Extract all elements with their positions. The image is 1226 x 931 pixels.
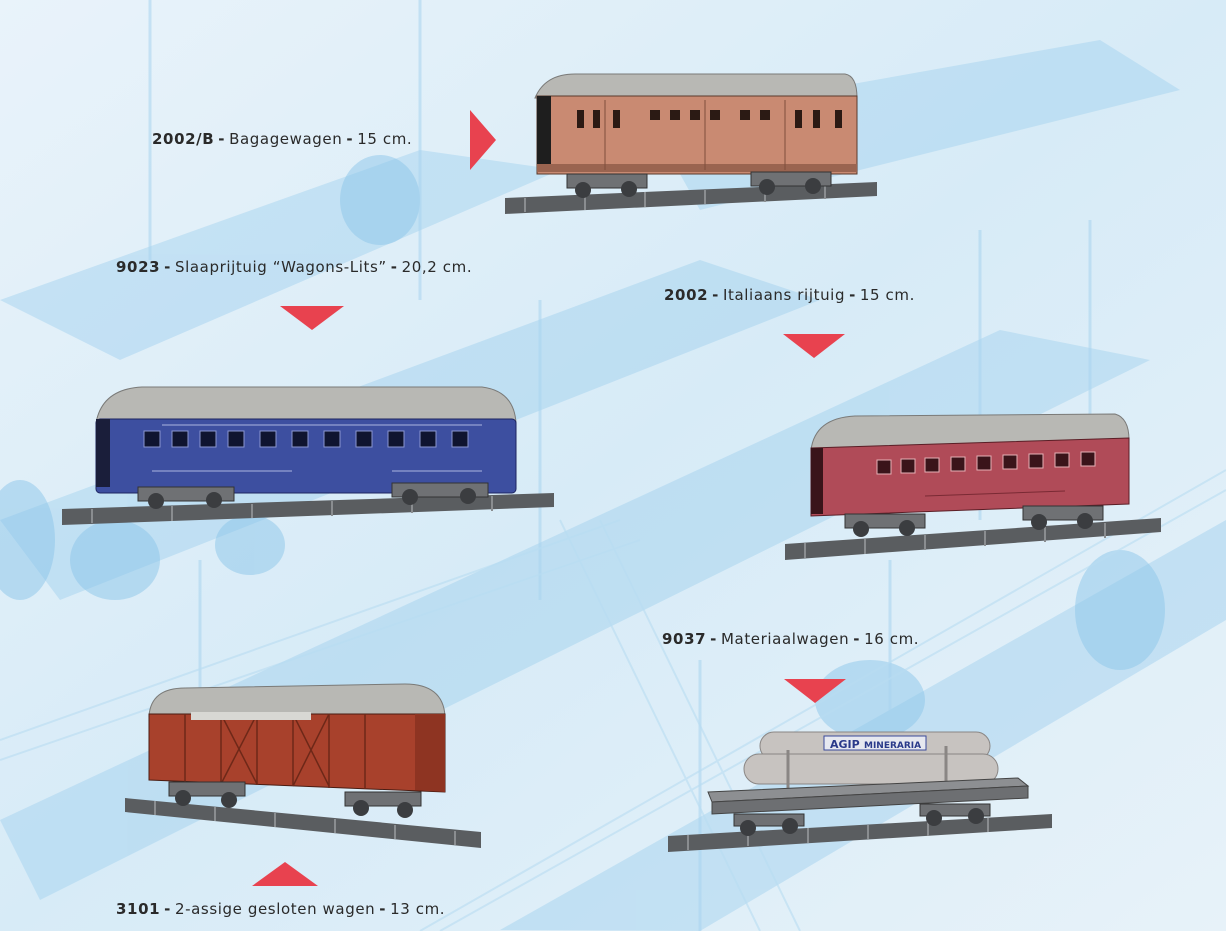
- product-name: Italiaans rijtuig: [722, 286, 846, 304]
- product-length: 15 cm.: [357, 130, 413, 148]
- product-code: 3101: [116, 900, 161, 918]
- triangle-arrow-icon: [280, 306, 344, 330]
- product-length: 15 cm.: [859, 286, 915, 304]
- caption-9037: 9037-Materiaalwagen-16 cm.: [662, 630, 920, 648]
- sleeper-car-9023: [62, 386, 554, 525]
- italian-coach-2002: [785, 413, 1161, 560]
- product-name: Slaaprijtuig “Wagons-Lits”: [174, 258, 387, 276]
- material-wagon-9037: AGIP MINERARIA: [668, 731, 1052, 852]
- product-name: Bagagewagen: [229, 130, 343, 148]
- boxcar-3101: [125, 683, 481, 848]
- baggage-car-2002b: [505, 73, 877, 214]
- caption-2002: 2002-Italiaans rijtuig-15 cm.: [664, 286, 915, 304]
- product-code: 9037: [662, 630, 707, 648]
- mineraria-label: MINERARIA: [864, 741, 921, 751]
- product-length: 13 cm.: [390, 900, 446, 918]
- triangle-arrow-icon: [783, 334, 845, 358]
- triangle-arrow-icon: [470, 110, 496, 170]
- caption-3101: 3101-2-assige gesloten wagen-13 cm.: [116, 900, 446, 918]
- product-code: 9023: [116, 258, 161, 276]
- product-name: 2-assige gesloten wagen: [174, 900, 376, 918]
- caption-2002b: 2002/B-Bagagewagen-15 cm.: [152, 130, 413, 148]
- caption-9023: 9023-Slaaprijtuig “Wagons-Lits”-20,2 cm.: [116, 258, 473, 276]
- product-code: 2002/B: [152, 130, 215, 148]
- agip-brand-label: AGIP: [830, 738, 860, 751]
- product-length: 16 cm.: [864, 630, 920, 648]
- product-name: Materiaalwagen: [720, 630, 850, 648]
- product-length: 20,2 cm.: [401, 258, 473, 276]
- triangle-arrow-icon: [784, 679, 846, 703]
- product-code: 2002: [664, 286, 709, 304]
- triangle-arrow-icon: [252, 862, 318, 886]
